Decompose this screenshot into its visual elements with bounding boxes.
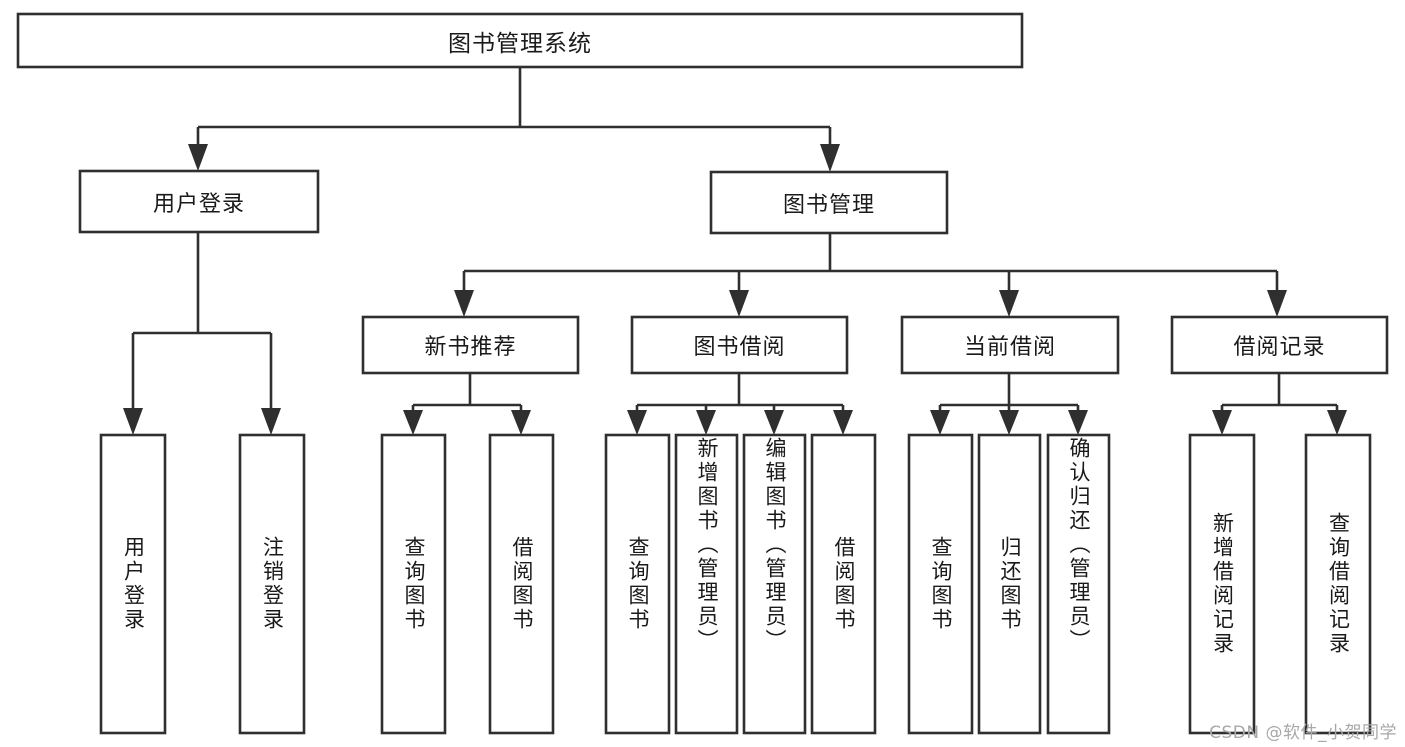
node-box-current-borrow[interactable] — [900, 315, 1120, 375]
arrow-head-book-borrow — [729, 290, 749, 317]
arrow-head-leaf-query-record — [1327, 410, 1347, 435]
node-box-book-borrow[interactable] — [630, 315, 849, 375]
node-box-leaf-confirm-return[interactable] — [1046, 433, 1111, 735]
arrow-head-leaf-add-record — [1212, 410, 1232, 435]
node-box-new-book-recommend[interactable] — [361, 315, 580, 375]
node-box-leaf-borrow-book-1[interactable] — [488, 433, 555, 735]
arrow-head-leaf-add-book — [696, 410, 716, 435]
node-box-leaf-query-book-3[interactable] — [907, 433, 974, 735]
node-box-leaf-add-book[interactable] — [674, 433, 739, 735]
node-box-leaf-add-record[interactable] — [1188, 433, 1256, 735]
connector-group-new-book-recommend — [403, 373, 531, 435]
arrow-head-leaf-confirm-return — [1068, 410, 1088, 435]
arrow-head-leaf-edit-book — [764, 410, 784, 435]
connector-group-book-management — [454, 233, 1287, 317]
connector-group-book-borrow — [627, 373, 853, 435]
csdn-watermark: CSDN @软件_小贺同学 — [1209, 723, 1397, 743]
connector-group-root — [188, 67, 840, 172]
node-box-leaf-return-book[interactable] — [977, 433, 1042, 735]
node-box-root[interactable] — [16, 12, 1024, 69]
arrow-head-leaf-query-book-3 — [930, 410, 950, 435]
node-box-leaf-query-record[interactable] — [1304, 433, 1372, 735]
node-box-leaf-query-book-2[interactable] — [604, 433, 671, 735]
arrow-head-user-login — [188, 144, 208, 171]
node-box-leaf-query-book-1[interactable] — [380, 433, 447, 735]
node-box-user-login[interactable] — [78, 169, 320, 234]
arrow-head-leaf-query-book-2 — [627, 410, 647, 435]
node-box-borrow-record[interactable] — [1170, 315, 1389, 375]
arrow-head-borrow-record — [1267, 290, 1287, 317]
arrow-head-leaf-return-book — [999, 410, 1019, 435]
connector-group-borrow-record — [1212, 373, 1347, 435]
arrow-head-leaf-query-book-1 — [403, 410, 423, 435]
arrow-head-leaf-user-logout — [261, 408, 281, 435]
node-box-book-management[interactable] — [709, 170, 949, 235]
arrow-head-book-management — [820, 144, 840, 172]
arrow-head-current-borrow — [999, 290, 1019, 317]
connector-group-current-borrow — [930, 373, 1088, 435]
node-box-leaf-user-login[interactable] — [99, 433, 167, 735]
arrow-head-leaf-borrow-book-1 — [511, 410, 531, 435]
node-box-leaf-user-logout[interactable] — [238, 433, 306, 735]
connector-group-user-login — [123, 232, 281, 435]
arrow-head-new-book-recommend — [454, 290, 474, 317]
node-box-leaf-borrow-book-2[interactable] — [810, 433, 877, 735]
node-box-leaf-edit-book[interactable] — [742, 433, 807, 735]
arrow-head-leaf-user-login — [123, 408, 143, 435]
arrow-head-leaf-borrow-book-2 — [833, 410, 853, 435]
